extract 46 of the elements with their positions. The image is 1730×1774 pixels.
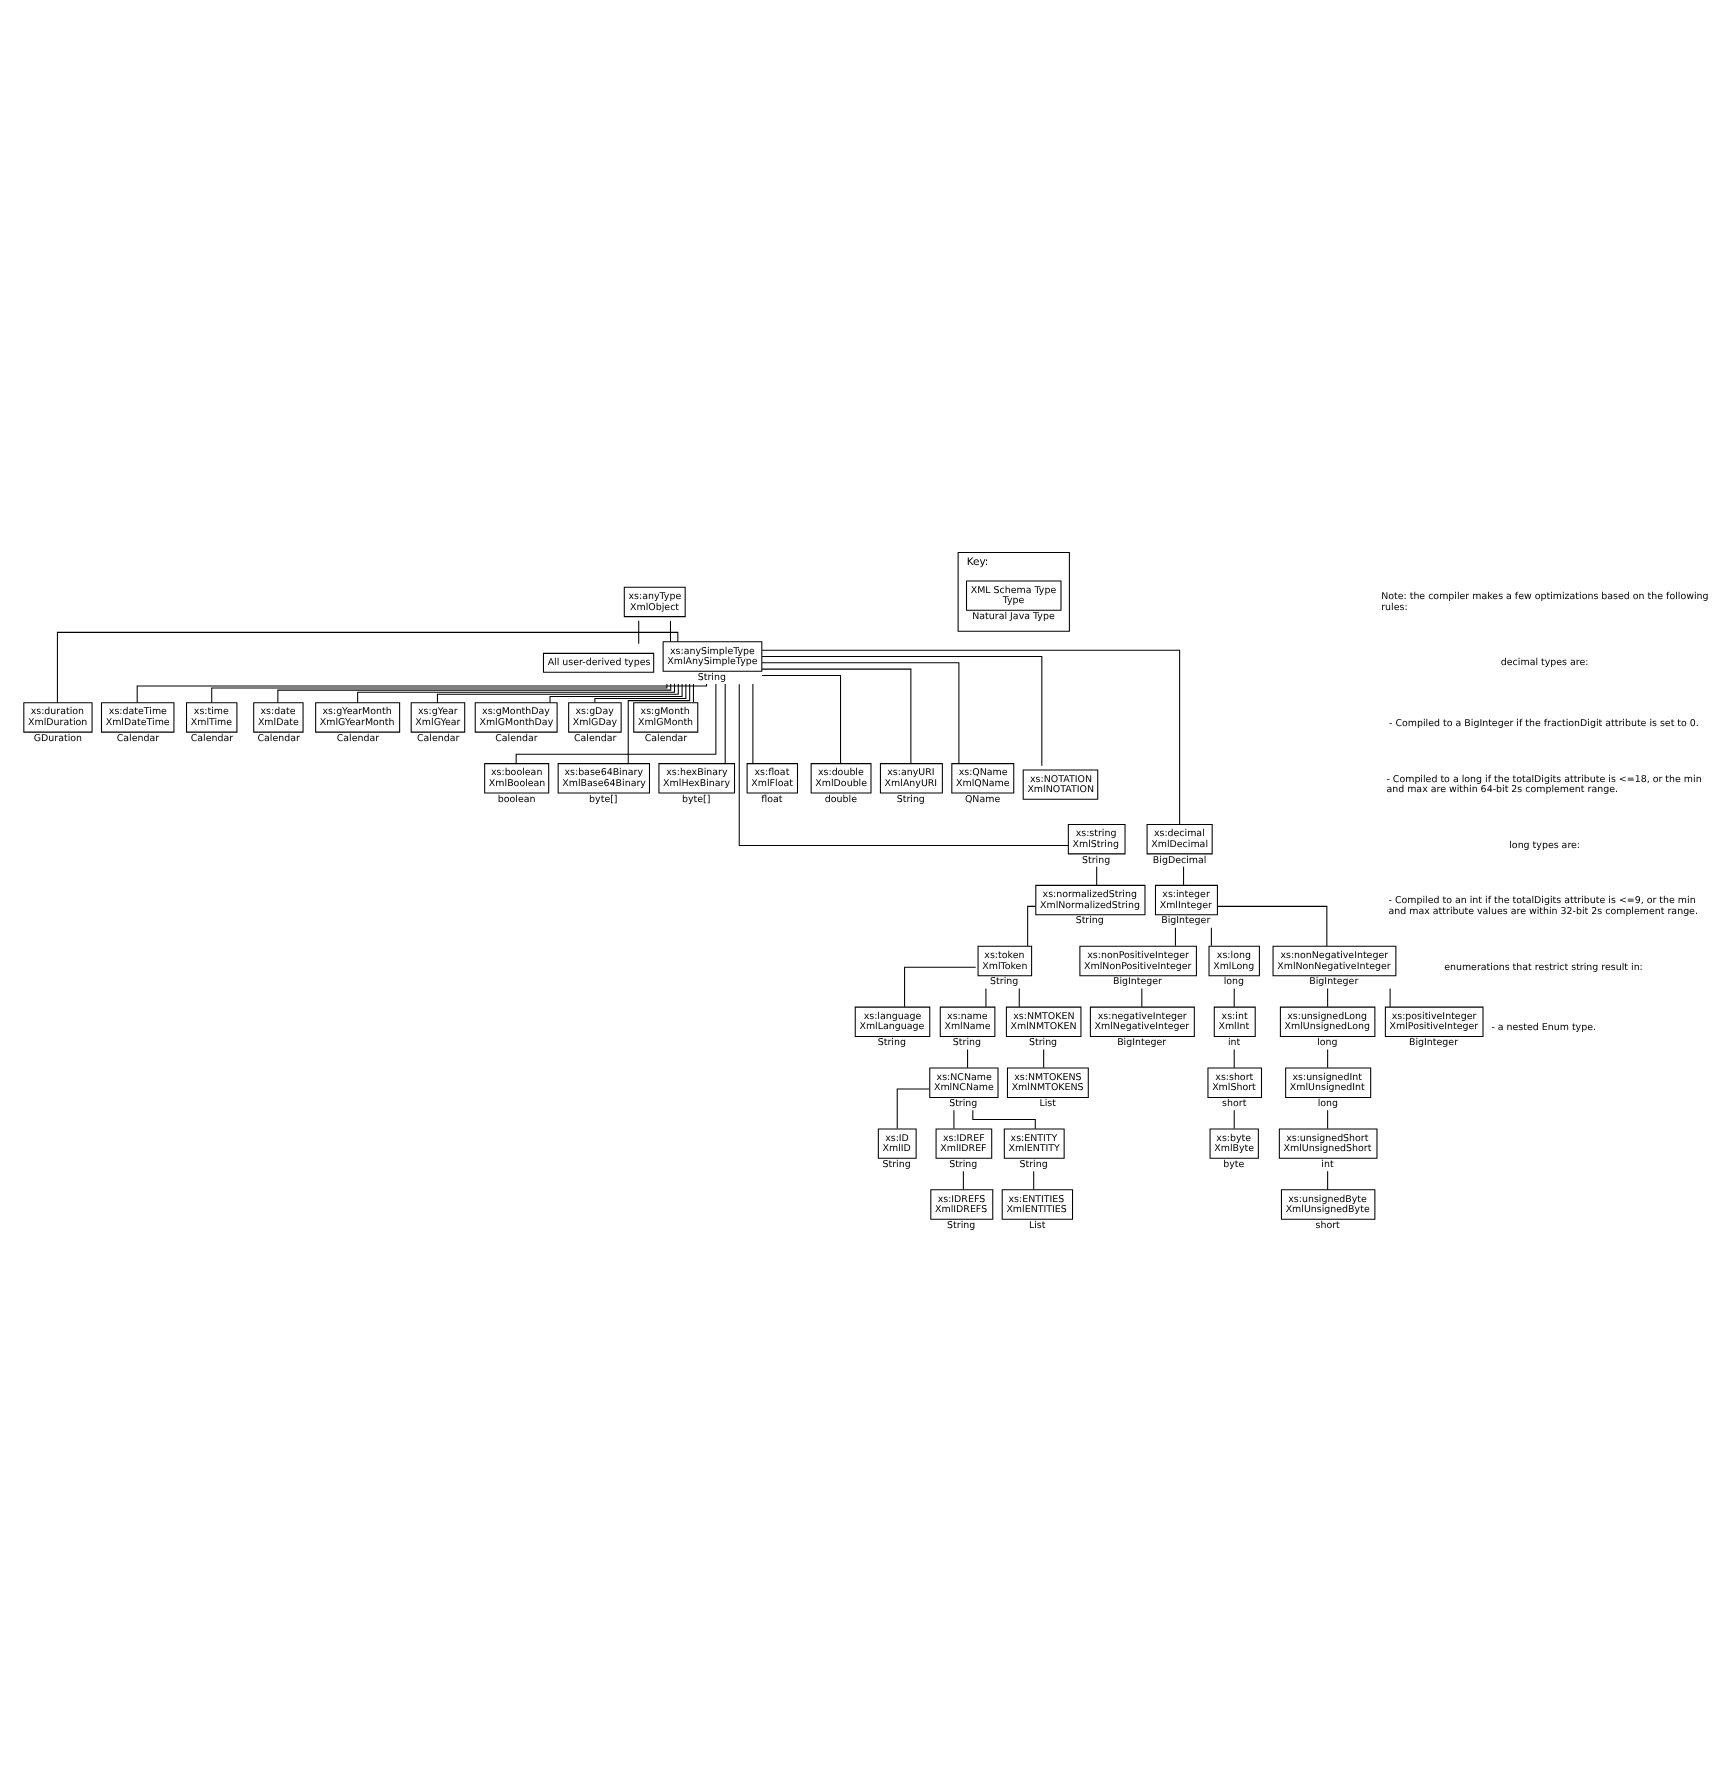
connector — [691, 682, 693, 702]
connector — [514, 682, 716, 763]
connector — [984, 987, 986, 1007]
connector — [1326, 1108, 1328, 1129]
connector — [760, 648, 1180, 824]
connector — [435, 682, 678, 703]
connector — [1232, 1047, 1234, 1068]
connector — [760, 655, 1042, 766]
connector — [135, 682, 707, 703]
connector — [1017, 987, 1019, 1007]
connector — [1026, 904, 1035, 946]
connector — [637, 619, 639, 644]
connector — [760, 661, 959, 763]
connector — [1232, 987, 1234, 1007]
connector — [971, 1108, 1035, 1129]
connector — [1388, 987, 1390, 1007]
connector — [1042, 1047, 1044, 1068]
connector — [895, 1087, 929, 1129]
connector — [760, 673, 841, 764]
connector — [1032, 1169, 1034, 1189]
connector — [668, 619, 670, 642]
connector — [903, 965, 976, 1007]
connector — [737, 682, 1068, 845]
connector — [1140, 987, 1142, 1007]
connector — [1326, 987, 1328, 1007]
connector — [1173, 926, 1175, 946]
connector — [1095, 865, 1097, 885]
connector — [1326, 1047, 1328, 1068]
connector — [1326, 1169, 1328, 1189]
connector — [723, 682, 725, 763]
connector — [760, 667, 911, 763]
connector — [1215, 904, 1327, 946]
connector — [1182, 865, 1184, 885]
connector — [593, 682, 686, 702]
connector — [626, 682, 690, 763]
connector — [210, 682, 667, 703]
connector — [1232, 1108, 1234, 1129]
connector — [961, 1169, 963, 1189]
connector — [548, 682, 682, 702]
connector — [276, 682, 671, 703]
connector — [1209, 926, 1211, 946]
connector — [966, 1047, 968, 1068]
connector — [751, 682, 753, 763]
connector — [952, 1108, 954, 1129]
connector — [356, 682, 675, 703]
connector — [55, 630, 678, 703]
